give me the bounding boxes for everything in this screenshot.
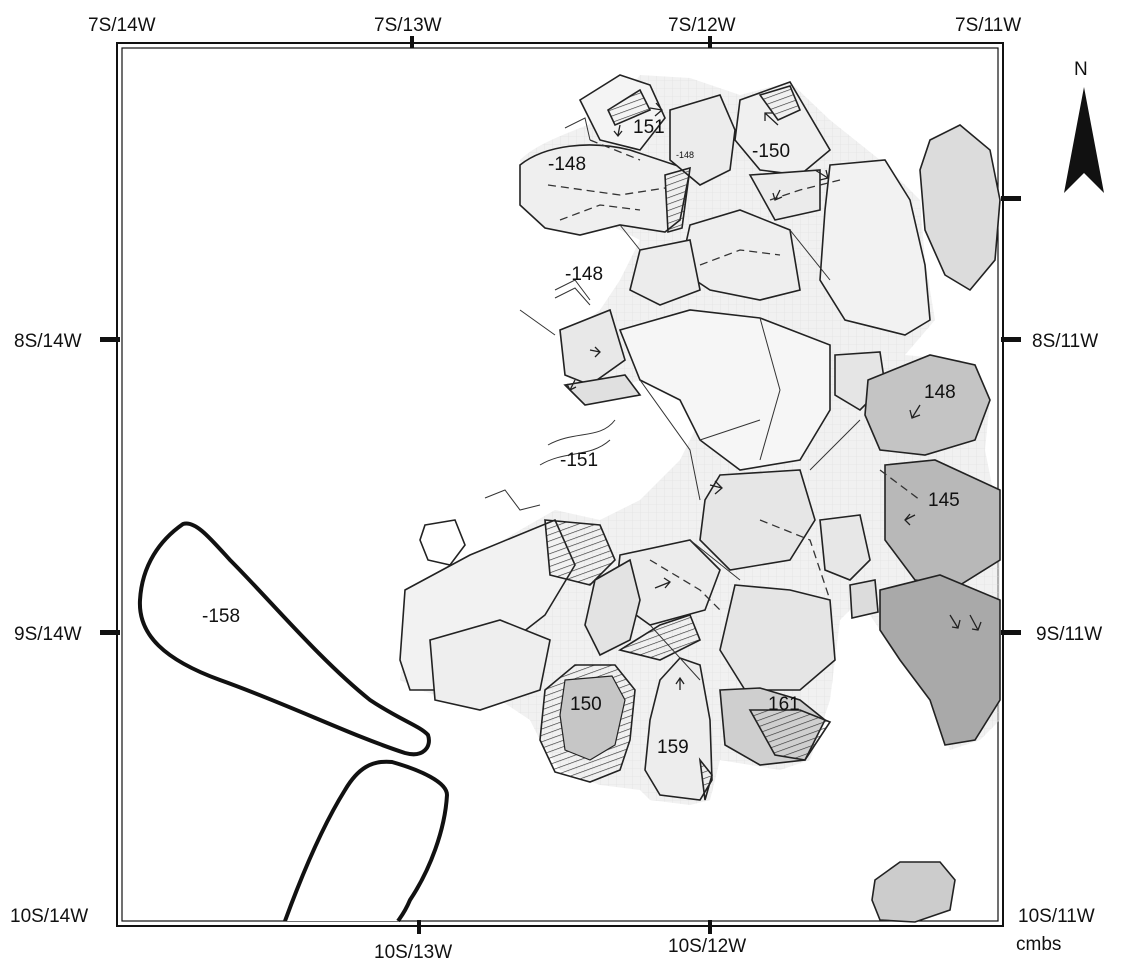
label-10s-13w: 10S/13W (374, 942, 452, 963)
label-10s-11w: 10S/11W (1018, 906, 1095, 927)
label-7s-13w: 7S/13W (374, 15, 442, 36)
label-10s-14w: 10S/14W (10, 906, 88, 927)
map-frame (116, 42, 1004, 927)
elevation-148-mid: -148 (565, 264, 603, 285)
label-10s-12w: 10S/12W (668, 936, 746, 957)
elevation-151-top: 151 (633, 117, 665, 138)
elevation-148-small: -148 (676, 150, 694, 160)
north-arrow-icon (1064, 87, 1104, 193)
elevation-labels: 151 -148 -148 -150 -148 -151 -158 148 14… (202, 117, 960, 758)
label-7s-11w: 7S/11W (955, 15, 1021, 36)
elevation-148-east: 148 (924, 382, 956, 403)
elevation-151-mid: -151 (560, 450, 598, 471)
elevation-159: 159 (657, 737, 689, 758)
elevation-148-nw: -148 (548, 154, 586, 175)
elevation-161: 161 (768, 694, 800, 715)
label-7s-12w: 7S/12W (668, 15, 736, 36)
elevation-150-top: -150 (752, 141, 790, 162)
label-8s-11w: 8S/11W (1032, 331, 1098, 352)
grid-labels: 7S/14W 7S/13W 7S/12W 7S/11W 8S/14W 8S/11… (10, 15, 1102, 963)
label-7s-14w: 7S/14W (88, 15, 156, 36)
north-label: N (1074, 59, 1088, 80)
elevation-150-south: 150 (570, 694, 602, 715)
label-9s-14w: 9S/14W (14, 624, 82, 645)
label-8s-14w: 8S/14W (14, 331, 82, 352)
elevation-158: -158 (202, 606, 240, 627)
rock-cluster (399, 74, 1001, 923)
units-label: cmbs (1016, 934, 1061, 955)
grid-ticks (100, 36, 1021, 934)
elevation-145: 145 (928, 490, 960, 511)
label-9s-11w: 9S/11W (1036, 624, 1102, 645)
outlined-features (137, 521, 450, 923)
